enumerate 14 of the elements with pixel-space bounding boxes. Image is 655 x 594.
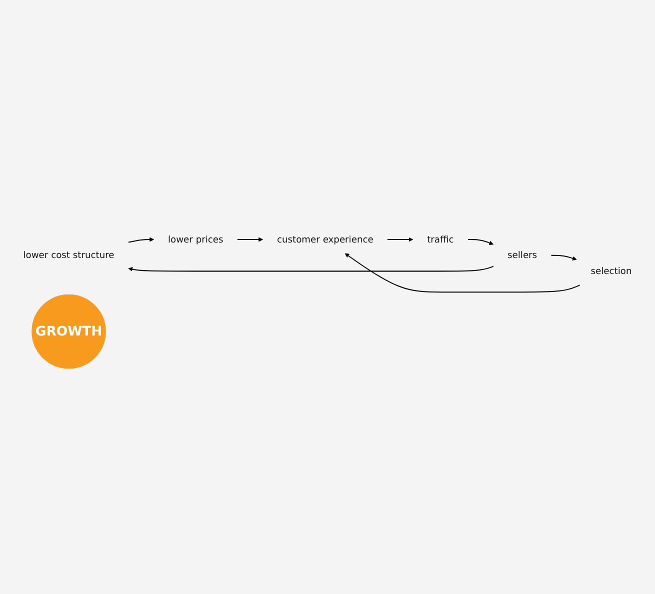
arrow	[551, 254, 577, 260]
node-text: customer experience	[276, 234, 374, 245]
arrow	[237, 237, 263, 242]
arrow	[128, 266, 494, 272]
arrow	[468, 239, 494, 245]
arrow	[344, 253, 580, 293]
node-text: sellers	[508, 250, 538, 261]
arrow	[128, 237, 154, 243]
node-text: traffic	[427, 234, 454, 245]
node-circle: GROWTH	[32, 294, 106, 369]
node-text: selection	[590, 266, 632, 277]
arrow	[388, 237, 414, 242]
node-text: lower prices	[168, 234, 224, 245]
node-text: lower cost structure	[23, 250, 114, 261]
